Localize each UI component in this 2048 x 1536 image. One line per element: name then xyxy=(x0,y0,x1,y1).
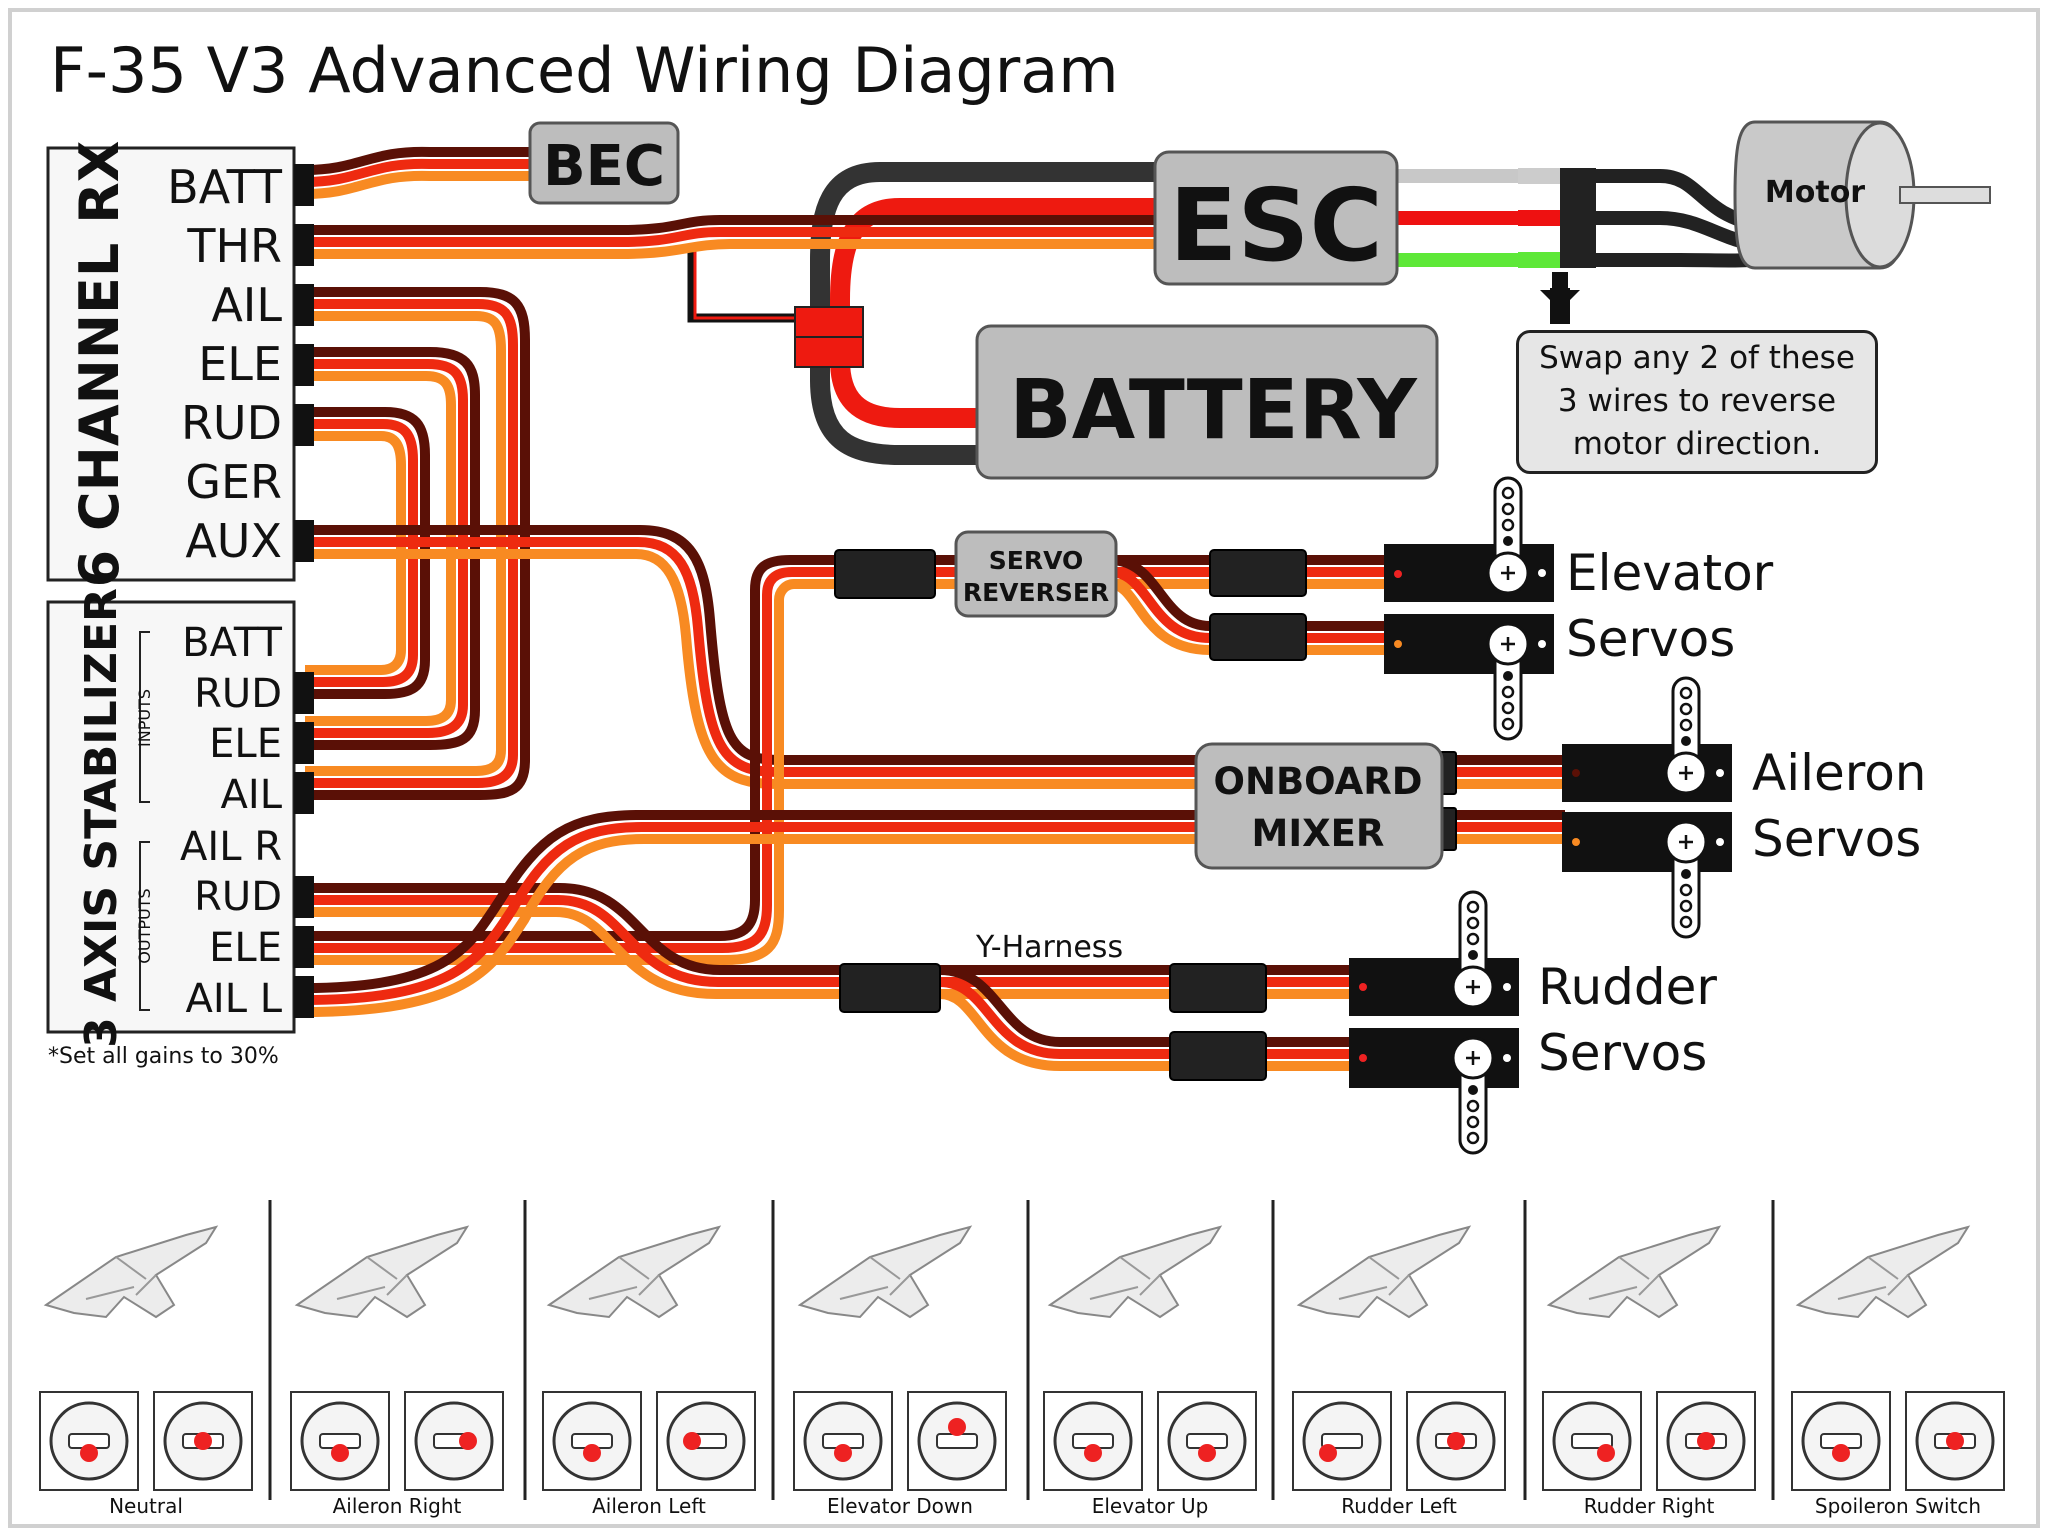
rx-channel-ger: GER xyxy=(185,455,282,509)
aileron-servos xyxy=(1562,676,1732,939)
stick-position-dot xyxy=(1946,1432,1964,1450)
stab-output-ele: ELE xyxy=(209,925,282,971)
stick-position-dot xyxy=(1198,1444,1216,1462)
plug-connectors xyxy=(834,549,1457,1081)
stab-input-ele: ELE xyxy=(209,721,282,767)
servo-reverser-label-2: REVERSER xyxy=(963,578,1109,607)
mixer-label-1: ONBOARD xyxy=(1214,760,1423,803)
onboard-mixer: ONBOARD MIXER xyxy=(1194,742,1444,870)
rx-channel-ail: AIL xyxy=(211,278,282,332)
aileron-servos-label-2: Servos xyxy=(1752,810,1922,868)
battery-pack: BATTERY xyxy=(975,324,1439,480)
stab-output-ail-l: AIL L xyxy=(186,976,283,1022)
gains-note: *Set all gains to 30% xyxy=(48,1044,279,1069)
stick-position-dot xyxy=(1084,1444,1102,1462)
receiver-box: 6 CHANNEL RX BATT THR AIL ELE RUD GER AU… xyxy=(46,141,314,588)
servo-harnesses xyxy=(304,146,1565,1071)
stick-position-dot xyxy=(948,1418,966,1436)
stick-position-dot xyxy=(194,1432,212,1450)
servo-reverser-label-1: SERVO xyxy=(989,546,1084,575)
aileron-servos-label-1: Aileron xyxy=(1752,744,1927,802)
stick-position-dot xyxy=(583,1444,601,1462)
y-harness-label: Y-Harness xyxy=(976,930,1124,965)
stabilizer-title: 3 AXIS STABILIZER xyxy=(76,588,127,1048)
elevator-servos-label-2: Servos xyxy=(1566,610,1736,668)
stab-input-batt: BATT xyxy=(182,620,282,666)
panel-caption: Rudder Left xyxy=(1341,1494,1457,1518)
rx-channel-ele: ELE xyxy=(198,337,282,391)
swap-wires-note: Swap any 2 of these 3 wires to reverse m… xyxy=(1516,330,1878,474)
esc-label: ESC xyxy=(1169,167,1383,284)
rudder-servos-label-1: Rudder xyxy=(1538,958,1717,1016)
stick-slot xyxy=(1571,1433,1613,1449)
bec-label: BEC xyxy=(543,134,665,199)
control-panels xyxy=(39,1200,2005,1500)
panel-caption: Spoileron Switch xyxy=(1814,1494,1982,1518)
rudder-servos xyxy=(1349,890,1519,1155)
rx-channel-thr: THR xyxy=(186,219,282,273)
stab-input-rud: RUD xyxy=(194,671,282,717)
rudder-servos-label-2: Servos xyxy=(1538,1024,1708,1082)
receiver-title: 6 CHANNEL RX xyxy=(68,141,131,588)
stick-position-dot xyxy=(1597,1444,1615,1462)
elevator-servos xyxy=(1384,476,1554,741)
outputs-label: OUTPUTS xyxy=(135,888,154,963)
panel-caption: Neutral xyxy=(109,1494,183,1518)
stick-position-dot xyxy=(1832,1444,1850,1462)
rx-channel-aux: AUX xyxy=(185,514,282,568)
stick-position-dot xyxy=(331,1444,349,1462)
stab-output-ail-r: AIL R xyxy=(180,824,282,870)
motor-label: Motor xyxy=(1765,175,1865,210)
panel-caption: Aileron Left xyxy=(592,1494,706,1518)
stick-position-dot xyxy=(1447,1432,1465,1450)
diagram-title: F-35 V3 Advanced Wiring Diagram xyxy=(50,34,1119,107)
rx-channel-batt: BATT xyxy=(167,160,283,214)
swap-note-line-1: Swap any 2 of these xyxy=(1539,340,1855,376)
elevator-servos-label-1: Elevator xyxy=(1566,544,1774,602)
stick-slot xyxy=(1321,1433,1363,1449)
stick-position-dot xyxy=(1697,1432,1715,1450)
esc-module: ESC xyxy=(1153,150,1399,286)
inputs-label: INPUTS xyxy=(135,689,154,747)
stabilizer-box: 3 AXIS STABILIZER INPUTS OUTPUTS BATT RU… xyxy=(46,588,314,1048)
stick-position-dot xyxy=(834,1444,852,1462)
stick-position-dot xyxy=(80,1444,98,1462)
motor: Motor xyxy=(1733,120,1991,270)
panel-caption: Elevator Down xyxy=(827,1494,973,1518)
stick-position-dot xyxy=(1319,1444,1337,1462)
panel-caption: Aileron Right xyxy=(332,1494,462,1518)
swap-note-line-2: 3 wires to reverse xyxy=(1557,383,1837,419)
stick-position-dot xyxy=(459,1432,477,1450)
rx-channel-rud: RUD xyxy=(181,396,282,450)
mixer-label-2: MIXER xyxy=(1252,812,1385,855)
swap-note-line-3: motor direction. xyxy=(1572,426,1822,462)
servo-reverser: SERVO REVERSER xyxy=(954,530,1118,618)
bec-module: BEC xyxy=(528,121,680,205)
panel-caption: Rudder Right xyxy=(1583,1494,1715,1518)
panel-caption: Elevator Up xyxy=(1091,1494,1209,1518)
stab-input-ail: AIL xyxy=(221,772,283,818)
battery-label: BATTERY xyxy=(1009,363,1418,458)
stick-slot xyxy=(936,1433,978,1449)
stab-output-rud: RUD xyxy=(194,874,282,920)
stick-position-dot xyxy=(683,1432,701,1450)
